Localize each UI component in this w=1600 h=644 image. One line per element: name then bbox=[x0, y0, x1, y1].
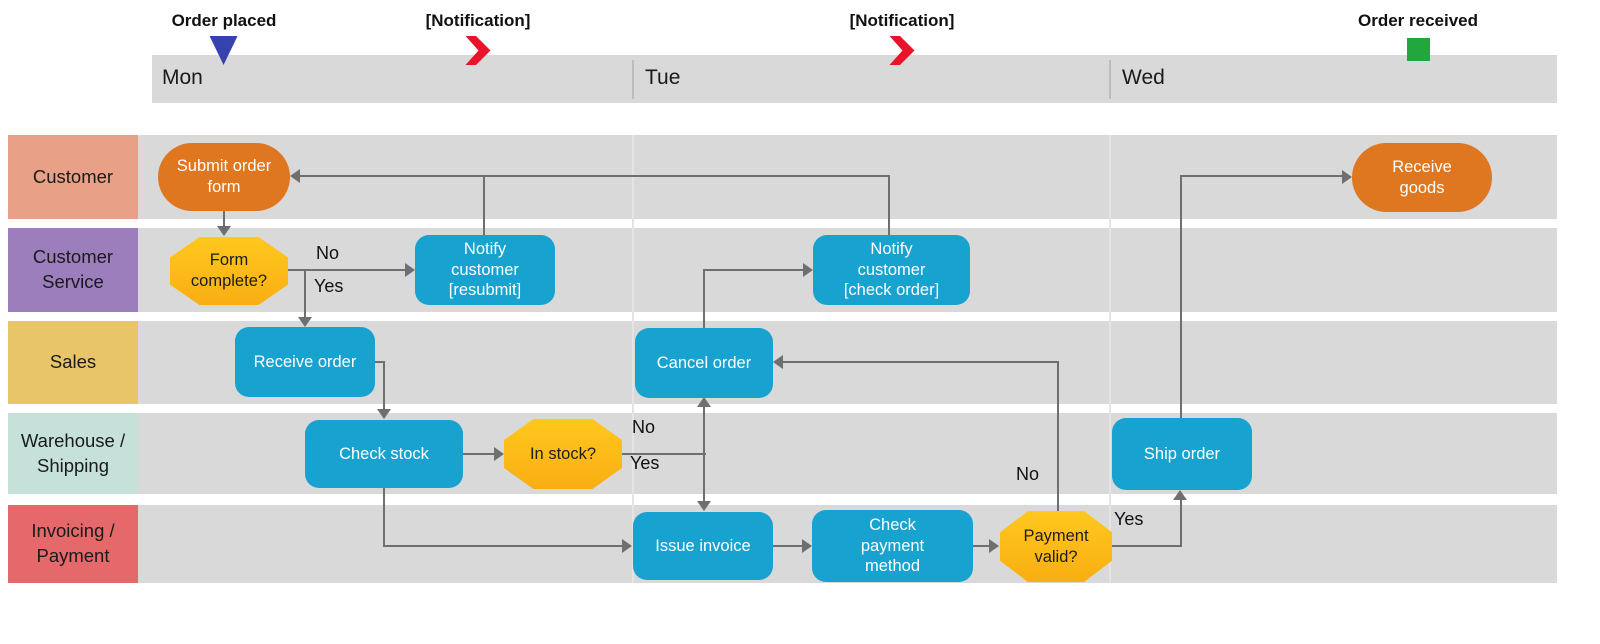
node-notify-customer-check-order[interactable]: Notify customer [check order] bbox=[813, 235, 970, 305]
edge-label-yes: Yes bbox=[630, 453, 660, 473]
lane-customer bbox=[138, 135, 1557, 219]
connector-segment bbox=[1180, 175, 1343, 177]
node-label: Form complete? bbox=[190, 251, 268, 290]
node-label: Check stock bbox=[339, 444, 429, 463]
edge-label-yes: Yes bbox=[314, 276, 344, 296]
milestone-label: [Notification] bbox=[425, 11, 531, 30]
arrowhead bbox=[217, 226, 231, 236]
node-ship-order[interactable]: Ship order bbox=[1112, 418, 1252, 490]
edge-label-no: No bbox=[316, 243, 340, 263]
milestone-order-received: Order received bbox=[1358, 10, 1478, 61]
node-check-stock[interactable]: Check stock bbox=[305, 420, 463, 488]
connector-segment bbox=[782, 361, 1059, 363]
node-label: Ship order bbox=[1143, 444, 1221, 463]
timeline-day-mon: Mon bbox=[162, 66, 203, 89]
node-cancel-order[interactable]: Cancel order bbox=[635, 328, 773, 398]
milestone-notification-1: [Notification] bbox=[425, 10, 531, 65]
lane-label-sales: Sales bbox=[8, 321, 138, 404]
connector-segment bbox=[622, 453, 706, 455]
arrowhead bbox=[773, 355, 783, 369]
arrowhead bbox=[802, 539, 812, 553]
milestone-notification-2: [Notification] bbox=[849, 10, 955, 65]
connector-segment bbox=[773, 545, 803, 547]
node-label: Notify customer [check order] bbox=[843, 240, 940, 300]
node-label: Issue invoice bbox=[655, 536, 751, 555]
lane-label-customer-service: Customer Service bbox=[8, 228, 138, 312]
node-label: In stock? bbox=[529, 444, 597, 463]
node-receive-order[interactable]: Receive order bbox=[235, 327, 375, 397]
edge-label-no: No bbox=[632, 417, 656, 437]
lane-label-invoicing-payment: Invoicing / Payment bbox=[8, 505, 138, 583]
connector-segment bbox=[973, 545, 990, 547]
arrowhead bbox=[803, 263, 813, 277]
timeline-gridline bbox=[1109, 135, 1111, 583]
connector-segment bbox=[703, 453, 705, 503]
connector-segment bbox=[299, 175, 890, 177]
arrowhead bbox=[405, 263, 415, 277]
order-placed-triangle-icon bbox=[210, 36, 238, 65]
connector-segment bbox=[1112, 545, 1182, 547]
node-form-complete[interactable]: Form complete? bbox=[170, 237, 288, 305]
milestone-label: [Notification] bbox=[849, 11, 955, 30]
notification-chevron-icon bbox=[889, 36, 915, 65]
node-receive-goods[interactable]: Receive goods bbox=[1352, 143, 1492, 212]
node-label: Notify customer [resubmit] bbox=[448, 240, 522, 300]
milestone-label: Order placed bbox=[171, 11, 277, 30]
arrowhead bbox=[622, 539, 632, 553]
connector-segment bbox=[383, 488, 385, 547]
connector-segment bbox=[223, 211, 225, 231]
timeline-header bbox=[152, 55, 1557, 103]
arrowhead bbox=[1342, 170, 1352, 184]
connector-segment bbox=[383, 361, 385, 411]
timeline-divider bbox=[1109, 60, 1111, 99]
node-label: Submit order form bbox=[176, 157, 272, 196]
connector-segment bbox=[703, 269, 804, 271]
node-in-stock[interactable]: In stock? bbox=[504, 419, 622, 489]
arrowhead bbox=[1173, 490, 1187, 500]
timeline-day-tue: Tue bbox=[645, 66, 681, 89]
connector-segment bbox=[483, 175, 485, 237]
connector-segment bbox=[288, 269, 406, 271]
connector-segment bbox=[703, 406, 705, 455]
connector-segment bbox=[457, 453, 495, 455]
edge-label-yes: Yes bbox=[1114, 509, 1144, 529]
node-issue-invoice[interactable]: Issue invoice bbox=[633, 512, 773, 580]
connector-segment bbox=[304, 270, 306, 318]
order-received-square-icon bbox=[1406, 38, 1430, 61]
node-label: Cancel order bbox=[656, 353, 752, 372]
arrowhead bbox=[494, 447, 504, 461]
milestone-order-placed: Order placed bbox=[171, 10, 277, 65]
arrowhead bbox=[697, 501, 711, 511]
node-notify-customer-resubmit[interactable]: Notify customer [resubmit] bbox=[415, 235, 555, 305]
timeline-divider bbox=[632, 60, 634, 99]
arrowhead bbox=[298, 317, 312, 327]
node-label: Payment valid? bbox=[1023, 526, 1089, 566]
node-label: Check payment method bbox=[860, 516, 925, 576]
node-label: Receive order bbox=[253, 352, 357, 371]
arrowhead bbox=[697, 397, 711, 407]
node-label: Receive goods bbox=[1392, 157, 1452, 197]
lane-label-warehouse-shipping: Warehouse / Shipping bbox=[8, 413, 138, 494]
arrowhead bbox=[290, 169, 300, 183]
arrowhead bbox=[377, 409, 391, 419]
node-payment-valid[interactable]: Payment valid? bbox=[1000, 511, 1112, 582]
timeline-day-wed: Wed bbox=[1122, 66, 1165, 89]
connector-segment bbox=[1057, 361, 1059, 511]
connector-segment bbox=[703, 270, 705, 329]
milestone-label: Order received bbox=[1357, 11, 1479, 30]
timeline-gridline bbox=[632, 135, 634, 583]
notification-chevron-icon bbox=[465, 36, 491, 65]
connector-segment bbox=[1180, 500, 1182, 547]
edge-label-no: No bbox=[1016, 464, 1040, 484]
lane-label-customer: Customer bbox=[8, 135, 138, 219]
connector-segment bbox=[1180, 175, 1182, 418]
node-submit-order-form[interactable]: Submit order form bbox=[158, 143, 290, 211]
node-check-payment-method[interactable]: Check payment method bbox=[812, 510, 973, 582]
connector-segment bbox=[383, 545, 624, 547]
arrowhead bbox=[989, 539, 999, 553]
connector-segment bbox=[375, 361, 384, 363]
connector-segment bbox=[888, 175, 890, 237]
